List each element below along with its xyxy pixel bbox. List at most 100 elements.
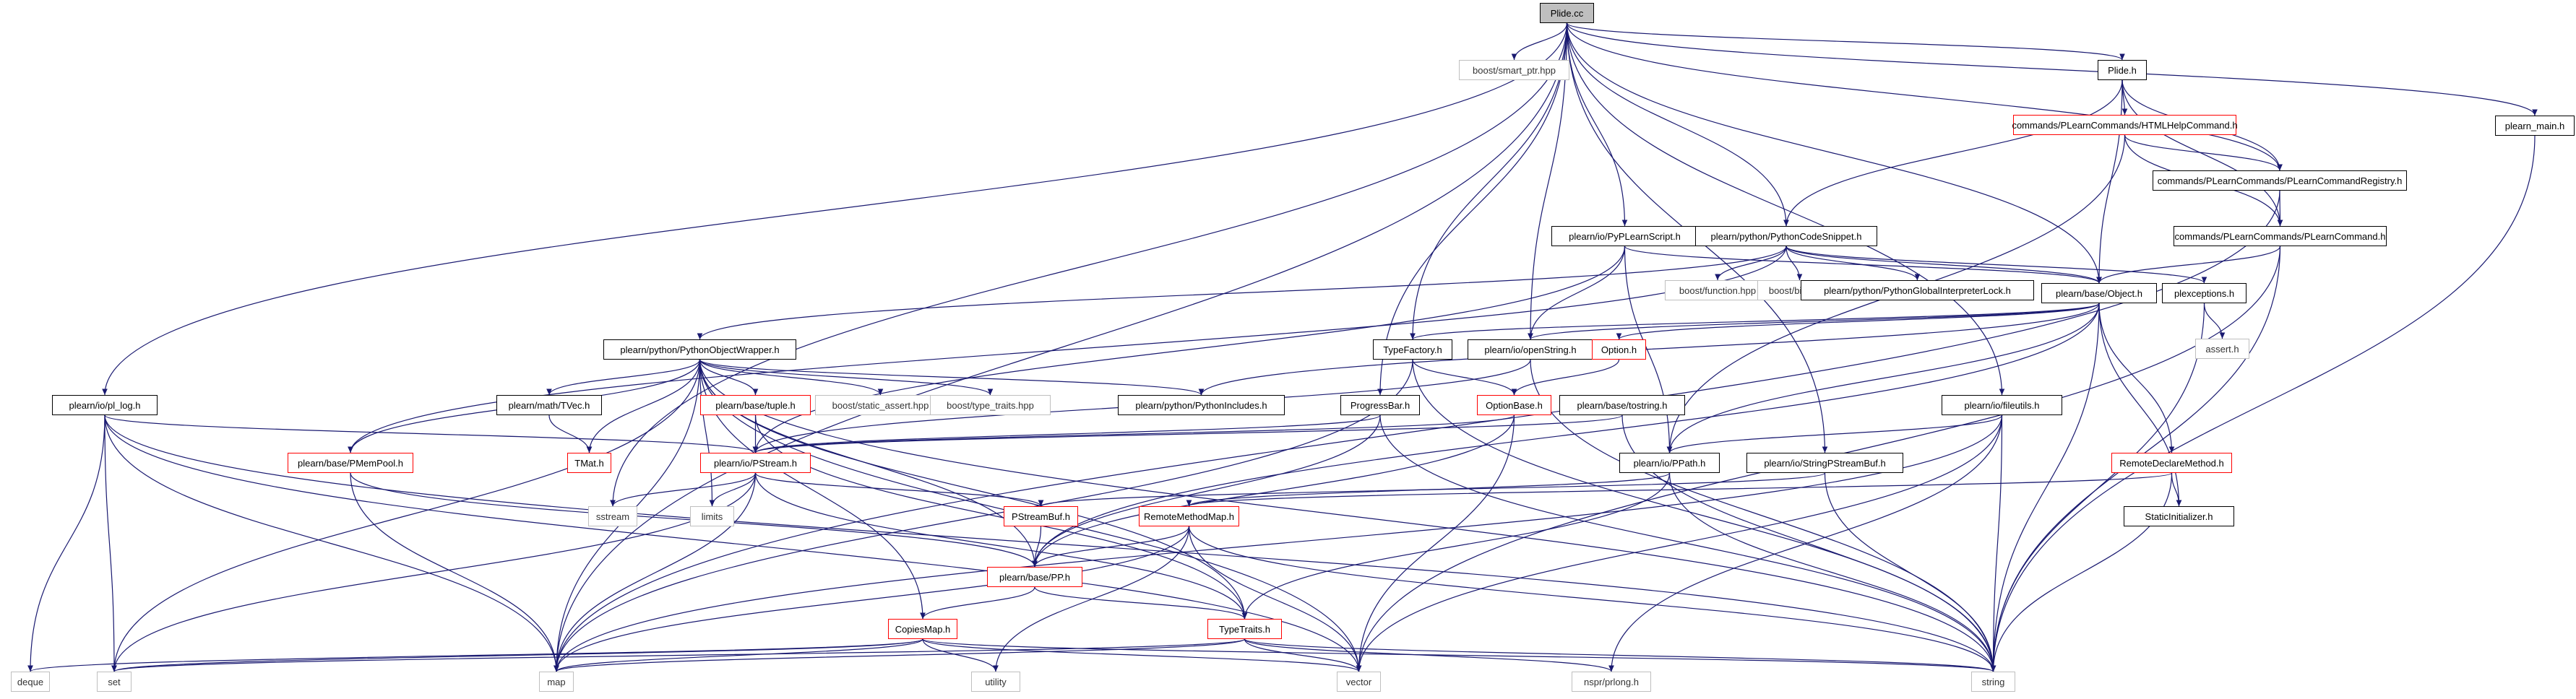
file-node-typefactory[interactable]: TypeFactory.h bbox=[1373, 339, 1452, 360]
file-node-deque[interactable]: deque bbox=[11, 672, 50, 692]
edge-pycodesnippet-to-pyobjwrapper bbox=[697, 246, 1787, 340]
edge-pstream-to-limits bbox=[709, 472, 757, 507]
edge-pstream-to-sstream bbox=[610, 472, 757, 507]
edge-object_h-to-typefactory bbox=[1410, 303, 2100, 340]
edge-copiesmap-to-utility bbox=[922, 638, 999, 672]
edge-pstream-to-pstreambuf bbox=[754, 472, 1044, 507]
file-node-pstream[interactable]: plearn/io/PStream.h bbox=[700, 453, 811, 473]
file-node-pp-h[interactable]: plearn/base/PP.h bbox=[987, 567, 1082, 587]
file-node-pl-log[interactable]: plearn/io/pl_log.h bbox=[52, 395, 158, 415]
file-node-boost-function[interactable]: boost/function.hpp bbox=[1665, 280, 1770, 300]
file-node-copiesmap[interactable]: CopiesMap.h bbox=[888, 619, 957, 639]
edge-progressbar-to-string bbox=[1379, 414, 1996, 672]
edge-fileutils-to-map bbox=[553, 414, 2003, 672]
file-node-boost-type-traits[interactable]: boost/type_traits.hpp bbox=[930, 395, 1051, 415]
file-node-cmd-registry[interactable]: commands/PLearnCommands/PLearnCommandReg… bbox=[2153, 170, 2407, 191]
file-node-limits[interactable]: limits bbox=[690, 506, 734, 526]
edge-pyplearnscript-to-openstring bbox=[1528, 246, 1626, 340]
file-node-openstring[interactable]: plearn/io/openString.h bbox=[1468, 339, 1593, 360]
edge-cmd_registry-to-map bbox=[553, 190, 2280, 672]
edge-typetraits-to-nsprprlong bbox=[1244, 638, 1614, 672]
edge-pyobjwrapper-to-pyincludes bbox=[699, 359, 1205, 396]
file-node-plexceptions[interactable]: plexceptions.h bbox=[2162, 283, 2247, 303]
file-node-remotemethodmap[interactable]: RemoteMethodMap.h bbox=[1139, 506, 1239, 526]
file-node-remotedeclare[interactable]: RemoteDeclareMethod.h bbox=[2111, 453, 2232, 473]
edge-pstream-to-set bbox=[111, 472, 757, 672]
edge-pmempool-to-map bbox=[350, 472, 559, 672]
edge-pl_log-to-deque bbox=[27, 414, 105, 672]
edge-typetraits-to-string bbox=[1244, 638, 1996, 672]
file-node-utility[interactable]: utility bbox=[971, 672, 1020, 692]
file-node-ppath[interactable]: plearn/io/PPath.h bbox=[1619, 453, 1720, 473]
edge-pstream-to-typetraits bbox=[754, 472, 1248, 620]
edge-plide_cc-to-pycodesnippet bbox=[1566, 22, 1789, 227]
file-node-boost-static-assert[interactable]: boost/static_assert.hpp bbox=[815, 395, 946, 415]
file-node-cmd[interactable]: commands/PLearnCommands/PLearnCommand.h bbox=[2174, 226, 2387, 246]
file-node-fileutils[interactable]: plearn/io/fileutils.h bbox=[1942, 395, 2062, 415]
file-node-optionbase[interactable]: OptionBase.h bbox=[1477, 395, 1551, 415]
edge-object_h-to-ppath bbox=[1666, 303, 2100, 453]
file-node-typetraits[interactable]: TypeTraits.h bbox=[1207, 619, 1282, 639]
edge-typefactory-to-string bbox=[1412, 359, 1996, 672]
file-node-string[interactable]: string bbox=[1971, 672, 2015, 692]
file-node-py-gil[interactable]: plearn/python/PythonGlobalInterpreterLoc… bbox=[1801, 280, 2034, 300]
edge-tvec-to-tmat bbox=[548, 414, 593, 453]
edge-plearn_main-to-string bbox=[1990, 135, 2536, 672]
edge-pstream-to-map bbox=[553, 472, 757, 672]
edge-pyobjwrapper-to-tuple bbox=[699, 359, 759, 396]
file-node-pmempool[interactable]: plearn/base/PMemPool.h bbox=[288, 453, 413, 473]
edge-progressbar-to-pstream bbox=[752, 414, 1381, 453]
file-node-pycodesnippet[interactable]: plearn/python/PythonCodeSnippet.h bbox=[1695, 226, 1877, 246]
file-node-tmat[interactable]: TMat.h bbox=[567, 453, 611, 473]
file-node-html-help[interactable]: commands/PLearnCommands/HTMLHelpCommand.… bbox=[2012, 115, 2238, 135]
edge-optionbase-to-pstream bbox=[753, 414, 1515, 453]
edge-optionbase-to-vector bbox=[1356, 414, 1515, 672]
file-node-pyplearnscript[interactable]: plearn/io/PyPLearnScript.h bbox=[1551, 226, 1698, 246]
edge-plide_h-to-cmd bbox=[2121, 79, 2283, 227]
file-node-staticinit[interactable]: StaticInitializer.h bbox=[2124, 506, 2234, 526]
edge-plide_h-to-pycodesnippet bbox=[1783, 79, 2123, 227]
file-node-tostring[interactable]: plearn/base/tostring.h bbox=[1559, 395, 1685, 415]
file-node-nsprprlong[interactable]: nspr/prlong.h bbox=[1572, 672, 1651, 692]
edge-pp_h-to-typetraits bbox=[1034, 586, 1248, 620]
edge-progressbar-to-pp_h bbox=[1032, 414, 1381, 568]
edge-pyobjwrapper-to-set bbox=[111, 359, 701, 672]
edge-object_h-to-string bbox=[1990, 303, 2100, 672]
edge-typetraits-to-vector bbox=[1244, 638, 1362, 672]
file-node-option-h[interactable]: Option.h bbox=[1592, 339, 1646, 360]
edge-fileutils-to-string bbox=[1990, 414, 2003, 672]
edge-object_h-to-option_h bbox=[1616, 303, 2100, 340]
file-node-plide-cc[interactable]: Plide.cc bbox=[1540, 3, 1594, 23]
edge-option_h-to-optionbase bbox=[1511, 359, 1620, 396]
file-node-progressbar[interactable]: ProgressBar.h bbox=[1340, 395, 1420, 415]
file-node-pstreambuf[interactable]: PStreamBuf.h bbox=[1004, 506, 1078, 526]
file-node-tuple[interactable]: plearn/base/tuple.h bbox=[700, 395, 811, 415]
edge-pl_log-to-string bbox=[104, 414, 1996, 672]
file-node-pyobjwrapper[interactable]: plearn/python/PythonObjectWrapper.h bbox=[603, 339, 796, 360]
edge-plide_cc-to-boost_smart_ptr bbox=[1511, 22, 1568, 61]
file-node-object-h[interactable]: plearn/base/Object.h bbox=[2041, 283, 2157, 303]
file-node-boost-smart-ptr[interactable]: boost/smart_ptr.hpp bbox=[1459, 60, 1569, 80]
file-node-pyincludes[interactable]: plearn/python/PythonIncludes.h bbox=[1118, 395, 1285, 415]
edge-plexceptions-to-string bbox=[1990, 303, 2205, 672]
file-node-map[interactable]: map bbox=[539, 672, 574, 692]
edge-pl_log-to-pstream bbox=[104, 414, 759, 453]
edge-fileutils-to-vector bbox=[1356, 414, 2003, 672]
file-node-assert-h[interactable]: assert.h bbox=[2195, 339, 2249, 359]
edge-plide_cc-to-plearn_main bbox=[1566, 22, 2538, 116]
file-node-set[interactable]: set bbox=[97, 672, 132, 692]
file-node-stringpstreambuf[interactable]: plearn/io/StringPStreamBuf.h bbox=[1746, 453, 1903, 473]
edge-typefactory-to-optionbase bbox=[1412, 359, 1517, 396]
file-node-plide-h[interactable]: Plide.h bbox=[2098, 60, 2147, 80]
edge-remotemethodmap-to-map bbox=[553, 526, 1190, 672]
edge-pycodesnippet-to-plexceptions bbox=[1785, 246, 2207, 284]
edge-object_h-to-remotedeclare bbox=[2098, 303, 2175, 453]
edge-ppath-to-string bbox=[1668, 472, 1996, 672]
file-node-vector[interactable]: vector bbox=[1337, 672, 1381, 692]
edge-copiesmap-to-string bbox=[922, 638, 1996, 672]
file-node-sstream[interactable]: sstream bbox=[588, 506, 637, 526]
file-node-plearn-main[interactable]: plearn_main.h bbox=[2495, 116, 2575, 136]
edge-plide_cc-to-plide_h bbox=[1566, 22, 2125, 61]
file-node-tvec[interactable]: plearn/math/TVec.h bbox=[496, 395, 602, 415]
